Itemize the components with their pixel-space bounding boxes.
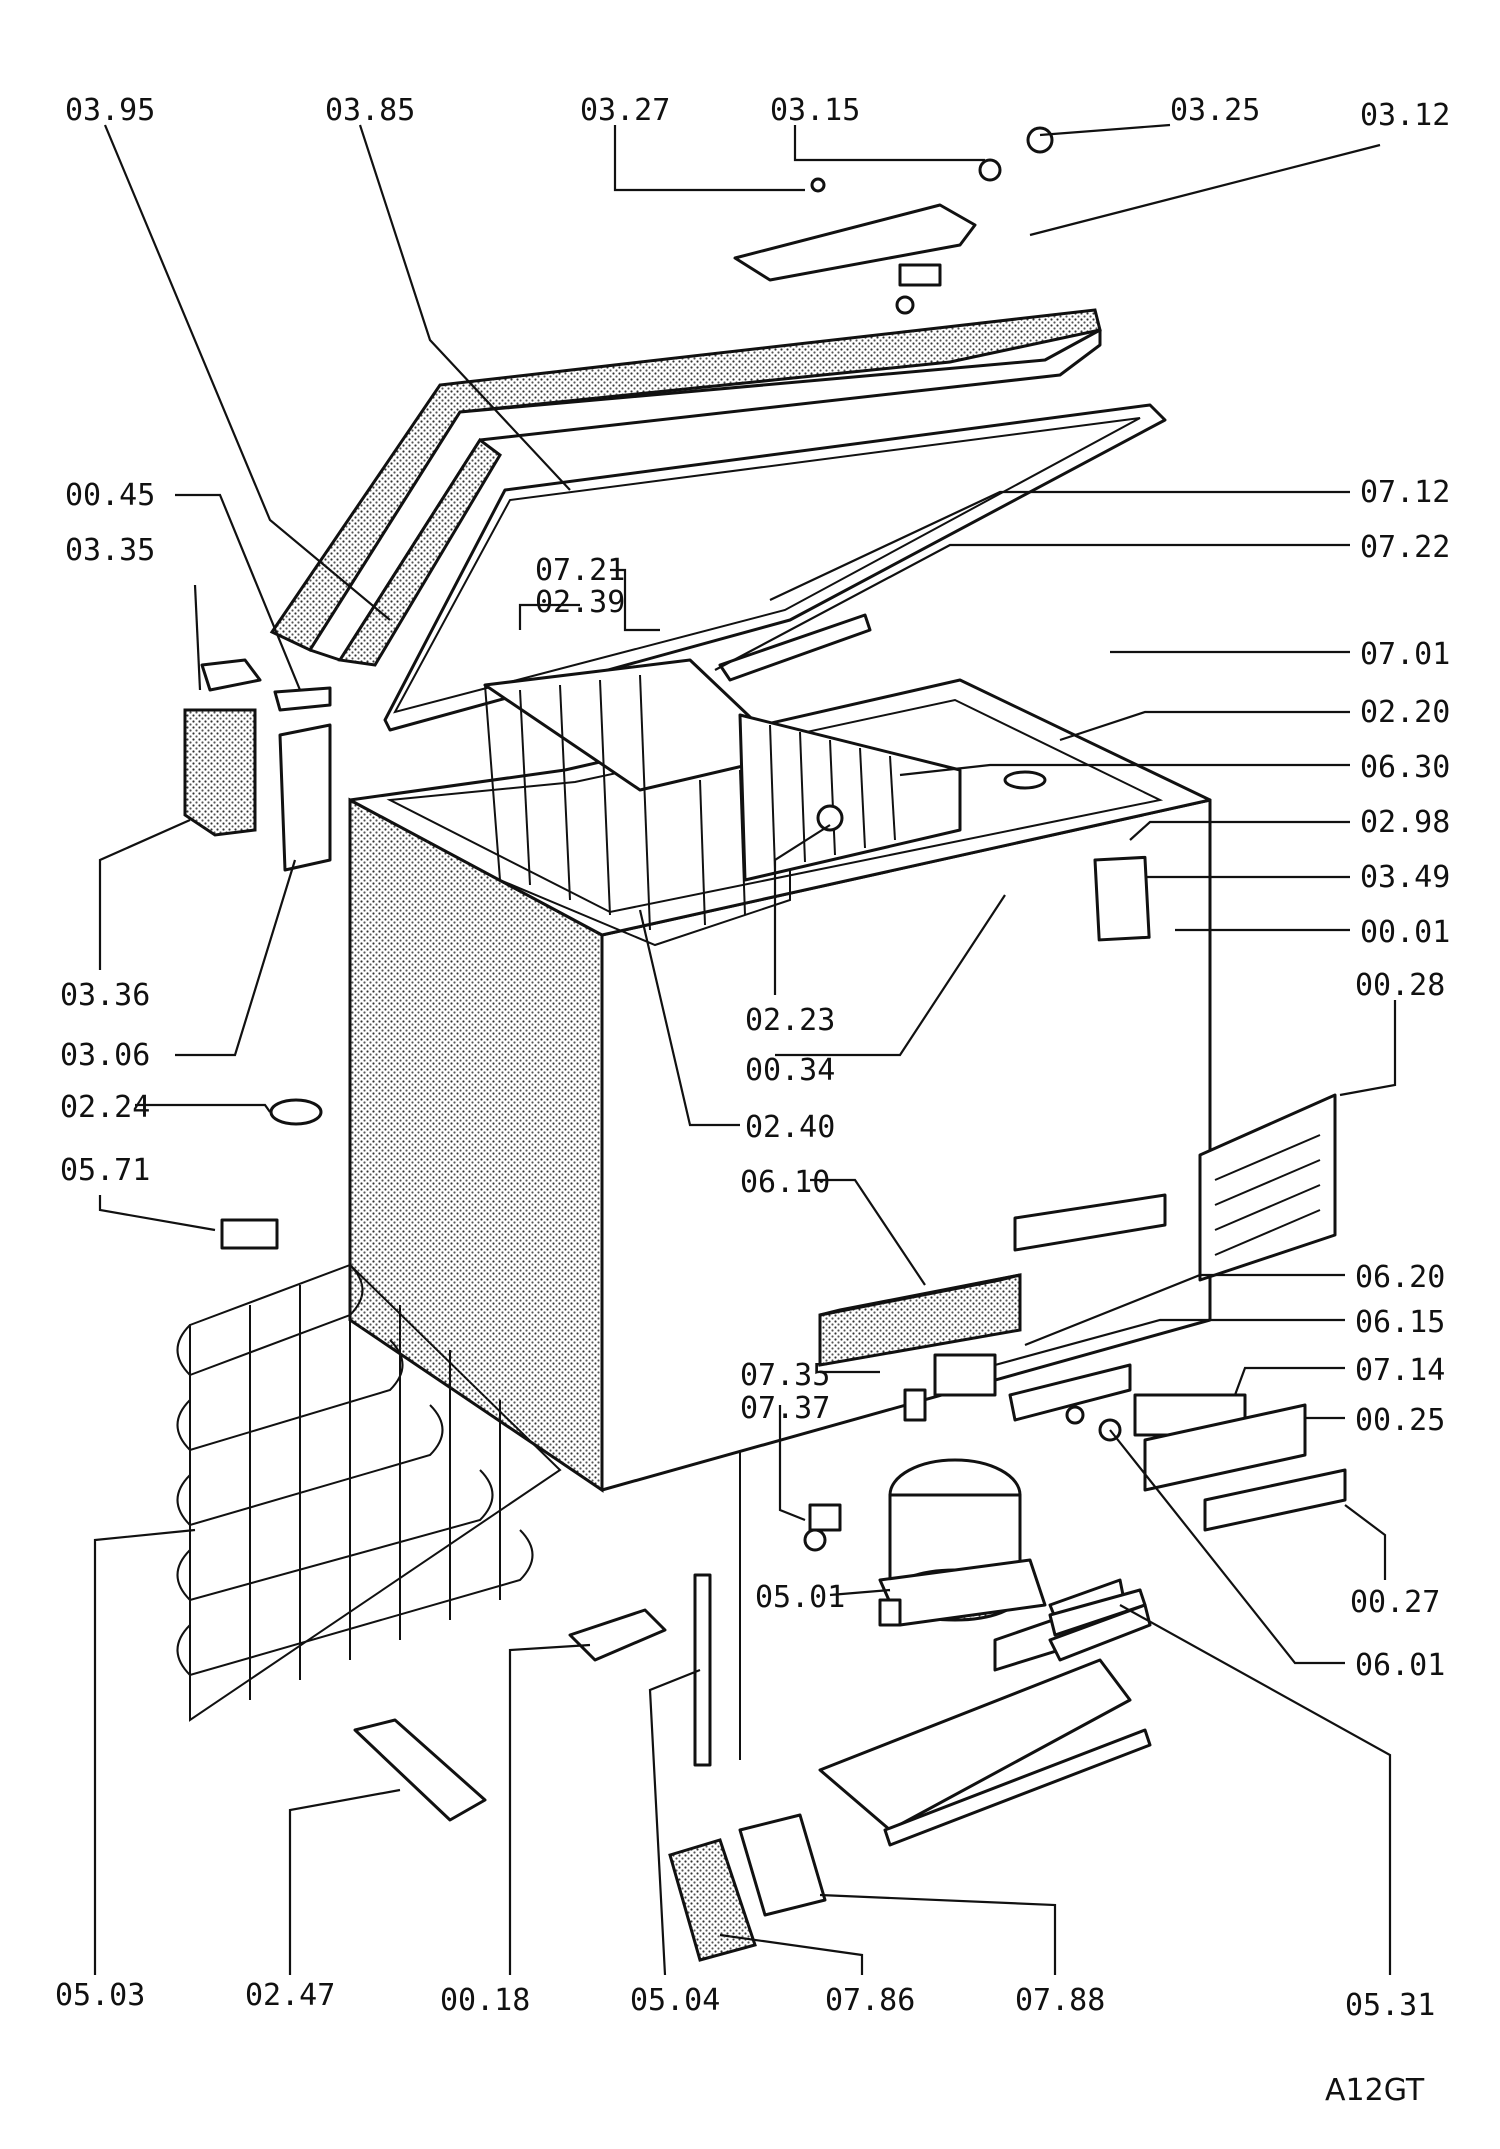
label-02-39: 02.39 — [535, 585, 625, 620]
label-00-28: 00.28 — [1355, 968, 1445, 1003]
compressor-base — [818, 1578, 1152, 1847]
label-05-01: 05.01 — [755, 1580, 845, 1615]
label-03-15: 03.15 — [770, 93, 860, 128]
condenser-coil — [176, 1263, 741, 1767]
label-03-85: 03.85 — [325, 93, 415, 128]
label-07-22: 07.22 — [1360, 530, 1450, 565]
label-00-18: 00.18 — [440, 1983, 530, 2018]
label-02-98: 02.98 — [1360, 805, 1450, 840]
label-05-04: 05.04 — [630, 1983, 720, 2018]
label-02-20: 02.20 — [1360, 695, 1450, 730]
label-05-71: 05.71 — [60, 1153, 150, 1188]
label-03-35: 03.35 — [65, 533, 155, 568]
label-03-25: 03.25 — [1170, 93, 1260, 128]
label-07-86: 07.86 — [825, 1983, 915, 2018]
label-03-95: 03.95 — [65, 93, 155, 128]
label-06-20: 06.20 — [1355, 1260, 1445, 1295]
label-06-10: 06.10 — [740, 1165, 830, 1200]
label-07-35: 07.35 — [740, 1358, 830, 1393]
label-00-34: 00.34 — [745, 1053, 835, 1088]
label-02-40: 02.40 — [745, 1110, 835, 1145]
label-02-23: 02.23 — [745, 1003, 835, 1038]
label-00-27: 00.27 — [1350, 1585, 1440, 1620]
label-07-01: 07.01 — [1360, 637, 1450, 672]
lid-handle-assembly — [733, 126, 1054, 315]
label-03-12: 03.12 — [1360, 98, 1450, 133]
label-00-01: 00.01 — [1360, 915, 1450, 950]
drawing-reference: A12GT — [1325, 2073, 1425, 2108]
label-05-31: 05.31 — [1345, 1988, 1435, 2023]
label-03-49: 03.49 — [1360, 860, 1450, 895]
leader-lines — [93, 123, 1397, 1976]
label-00-45: 00.45 — [65, 478, 155, 513]
label-06-15: 06.15 — [1355, 1305, 1445, 1340]
label-02-47: 02.47 — [245, 1978, 335, 2013]
label-06-30: 06.30 — [1360, 750, 1450, 785]
label-06-01: 06.01 — [1355, 1648, 1445, 1683]
label-03-36: 03.36 — [60, 978, 150, 1013]
divider-evaporator — [738, 713, 1047, 882]
part-labels: 03.95 03.85 03.27 03.15 03.25 03.12 00.4… — [55, 93, 1450, 2023]
bottom-parts — [353, 1603, 1152, 1962]
hinge-parts — [183, 658, 332, 1250]
label-07-21: 07.21 — [535, 553, 625, 588]
label-00-25: 00.25 — [1355, 1403, 1445, 1438]
label-05-03: 05.03 — [55, 1978, 145, 2013]
label-07-88: 07.88 — [1015, 1983, 1105, 2018]
freezer-lid — [269, 308, 1167, 732]
compressor — [803, 1388, 1047, 1627]
label-07-14: 07.14 — [1355, 1353, 1445, 1388]
label-03-06: 03.06 — [60, 1038, 150, 1073]
label-07-37: 07.37 — [740, 1391, 830, 1426]
label-07-12: 07.12 — [1360, 475, 1450, 510]
vent-grille — [1198, 1093, 1337, 1282]
label-02-24: 02.24 — [60, 1090, 150, 1125]
label-03-27: 03.27 — [580, 93, 670, 128]
